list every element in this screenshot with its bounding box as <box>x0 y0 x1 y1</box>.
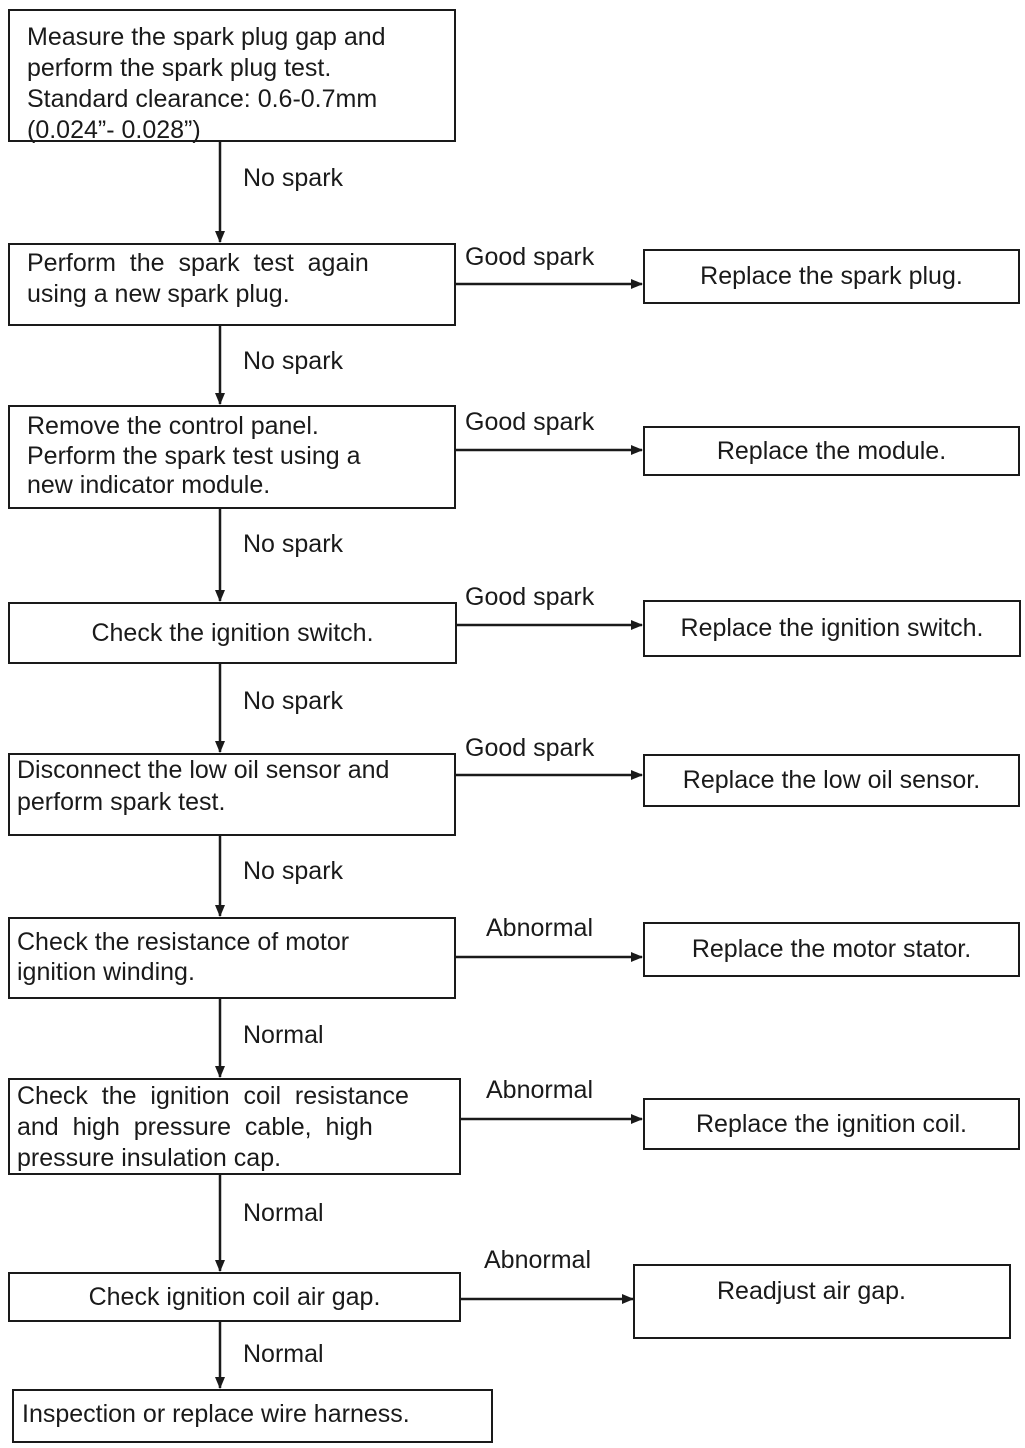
step-text-line: Measure the spark plug gap and <box>27 23 386 51</box>
down-label: No spark <box>243 687 344 715</box>
step-text-line: pressure insulation cap. <box>17 1144 282 1172</box>
action-box-readjust-air-gap: Readjust air gap. <box>633 1264 1011 1339</box>
action-text: Replace the low oil sensor. <box>682 766 981 794</box>
action-text: Replace the ignition switch. <box>680 614 984 642</box>
step-box-wire-harness: Inspection or replace wire harness. <box>12 1389 493 1443</box>
down-label: Normal <box>243 1021 324 1049</box>
right-label: Good spark <box>465 734 595 762</box>
step-box-measure-gap: Measure the spark plug gap and perform t… <box>8 9 456 144</box>
action-box-replace-motor-stator: Replace the motor stator. <box>643 922 1020 977</box>
step-box-air-gap: Check ignition coil air gap. <box>8 1272 461 1322</box>
step-text-line: Disconnect the low oil sensor and <box>17 756 390 784</box>
step-text-line: perform the spark plug test. <box>27 54 332 82</box>
right-label: Good spark <box>465 583 595 611</box>
step-box-motor-winding: Check the resistance of motor ignition w… <box>8 917 456 999</box>
step-text-line: perform spark test. <box>17 788 226 816</box>
step-text-line: Standard clearance: 0.6-0.7mm <box>27 85 378 113</box>
action-box-replace-module: Replace the module. <box>643 426 1020 476</box>
step-text-line: Perform the spark test again <box>27 249 369 277</box>
step-text-line: Perform the spark test using a <box>27 442 361 470</box>
action-text: Replace the motor stator. <box>691 935 972 963</box>
right-label: Abnormal <box>484 1246 591 1274</box>
right-label: Abnormal <box>486 1076 593 1104</box>
step-box-remove-panel: Remove the control panel. Perform the sp… <box>8 405 456 509</box>
down-label: No spark <box>243 164 344 192</box>
down-label: Normal <box>243 1340 324 1368</box>
down-label: No spark <box>243 857 344 885</box>
step-box-ignition-coil: Check the ignition coil resistance and h… <box>8 1078 461 1175</box>
step-text-line: (0.024”- 0.028”) <box>27 116 201 144</box>
action-box-replace-spark-plug: Replace the spark plug. <box>643 249 1020 304</box>
step-text-line: Remove the control panel. <box>27 412 319 440</box>
step-text-line: ignition winding. <box>17 958 195 986</box>
step-text-line: using a new spark plug. <box>27 280 290 308</box>
down-label: Normal <box>243 1199 324 1227</box>
step-text-line: Check the resistance of motor <box>17 928 350 956</box>
step-box-new-plug-test: Perform the spark test again using a new… <box>8 243 456 326</box>
down-label: No spark <box>243 347 344 375</box>
step-text-line: Check ignition coil air gap. <box>88 1282 381 1311</box>
step-box-low-oil-sensor: Disconnect the low oil sensor and perfor… <box>8 753 456 836</box>
action-box-replace-low-oil-sensor: Replace the low oil sensor. <box>643 754 1020 807</box>
action-text: Readjust air gap. <box>717 1277 907 1305</box>
step-text-line: and high pressure cable, high <box>17 1113 373 1141</box>
action-text: Replace the module. <box>716 436 947 465</box>
step-text-line: Inspection or replace wire harness. <box>22 1400 410 1428</box>
action-text: Replace the spark plug. <box>700 262 963 290</box>
step-text-line: Check the ignition coil resistance <box>17 1082 409 1110</box>
right-label: Abnormal <box>486 914 593 942</box>
step-text-line: new indicator module. <box>27 471 271 499</box>
action-box-replace-ignition-switch: Replace the ignition switch. <box>643 600 1021 657</box>
action-box-replace-ignition-coil: Replace the ignition coil. <box>643 1098 1020 1150</box>
step-box-ignition-switch: Check the ignition switch. <box>8 602 457 664</box>
step-text-line: Check the ignition switch. <box>91 618 374 647</box>
right-label: Good spark <box>465 408 595 436</box>
action-text: Replace the ignition coil. <box>696 1109 967 1138</box>
right-label: Good spark <box>465 243 595 271</box>
down-label: No spark <box>243 530 344 558</box>
